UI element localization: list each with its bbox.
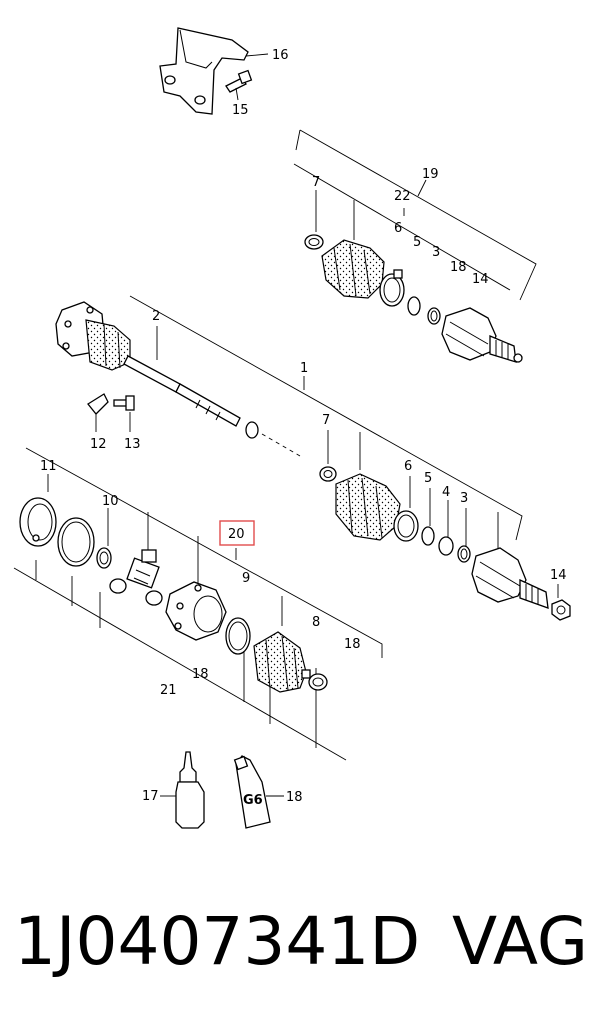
callout-9: 9	[242, 571, 250, 586]
inner-circlip	[96, 547, 112, 569]
callout-6-lower: 6	[404, 459, 412, 474]
callout-13: 13	[124, 437, 141, 452]
upper-outer-cv-joint	[441, 307, 523, 363]
upper-boot	[321, 239, 385, 299]
callout-14-lower: 14	[550, 568, 567, 583]
kit-21-bracket	[13, 447, 383, 761]
lower-large-clamp	[393, 510, 419, 542]
lower-outer-cv-joint	[471, 547, 549, 609]
callout-2: 2	[152, 309, 160, 324]
inner-joint-housing	[165, 581, 227, 641]
upper-small-clamp	[304, 234, 324, 250]
callout-3-lower: 3	[460, 491, 468, 506]
callout-3-upper: 3	[432, 245, 440, 260]
inner-kit-boot	[253, 631, 307, 693]
lower-thrust-ring	[438, 536, 454, 556]
tube-label: G6	[243, 793, 263, 808]
exploded-drive-shaft-diagram: 16 15 19 22 7 6 5 3 18 14	[13, 27, 571, 829]
lower-circlip	[457, 545, 471, 563]
lower-boot	[335, 473, 401, 541]
callout-11: 11	[40, 459, 57, 474]
bracket-12	[87, 393, 109, 432]
callout-8: 8	[312, 615, 320, 630]
upper-large-clamp	[379, 269, 405, 307]
callout-18-inner: 18	[192, 667, 209, 682]
callout-4: 4	[442, 485, 450, 500]
grease-tube: G6	[233, 755, 271, 829]
bolt-13	[113, 395, 135, 432]
callout-16: 16	[272, 48, 289, 63]
lower-small-clamp	[319, 466, 337, 482]
callout-22: 22	[394, 189, 411, 204]
dust-cap	[19, 497, 57, 547]
callout-19: 19	[422, 167, 439, 182]
callout-18-upper: 18	[450, 260, 467, 275]
callout-20: 20	[228, 527, 245, 542]
upper-circlip	[427, 307, 441, 325]
callout-14-upper: 14	[472, 272, 489, 287]
hub-nut	[551, 599, 571, 621]
callout-5-lower: 5	[424, 471, 432, 486]
inner-boot	[85, 319, 131, 371]
brand-name: VAG	[452, 903, 589, 980]
inner-kit-clamp	[301, 669, 328, 691]
kit-19-bracket	[293, 129, 537, 301]
callout-17: 17	[142, 789, 159, 804]
part-number: 1J0407341D	[14, 903, 421, 980]
callout-5-upper: 5	[413, 235, 421, 250]
callout-21: 21	[160, 683, 177, 698]
callout-6-upper: 6	[394, 221, 402, 236]
callout-7-upper: 7	[312, 175, 320, 190]
callout-18-tube: 18	[286, 790, 303, 805]
callout-15: 15	[232, 103, 249, 118]
upper-dished-washer	[407, 296, 421, 316]
callout-12: 12	[90, 437, 107, 452]
inner-joint-ring	[225, 617, 251, 655]
callout-20-highlight	[219, 520, 255, 546]
sealant-bottle	[175, 751, 205, 829]
callout-7-lower: 7	[322, 413, 330, 428]
shield-bolt	[225, 69, 253, 93]
callout-10: 10	[102, 494, 119, 509]
callout-18-kit: 18	[344, 637, 361, 652]
heat-shield	[159, 27, 249, 115]
kit-1-bracket	[129, 295, 523, 550]
callout-1: 1	[300, 361, 308, 376]
gasket-ring	[57, 517, 95, 567]
lower-dished-washer	[421, 526, 435, 546]
spider-assembly	[109, 549, 163, 606]
drive-shaft	[123, 355, 301, 457]
